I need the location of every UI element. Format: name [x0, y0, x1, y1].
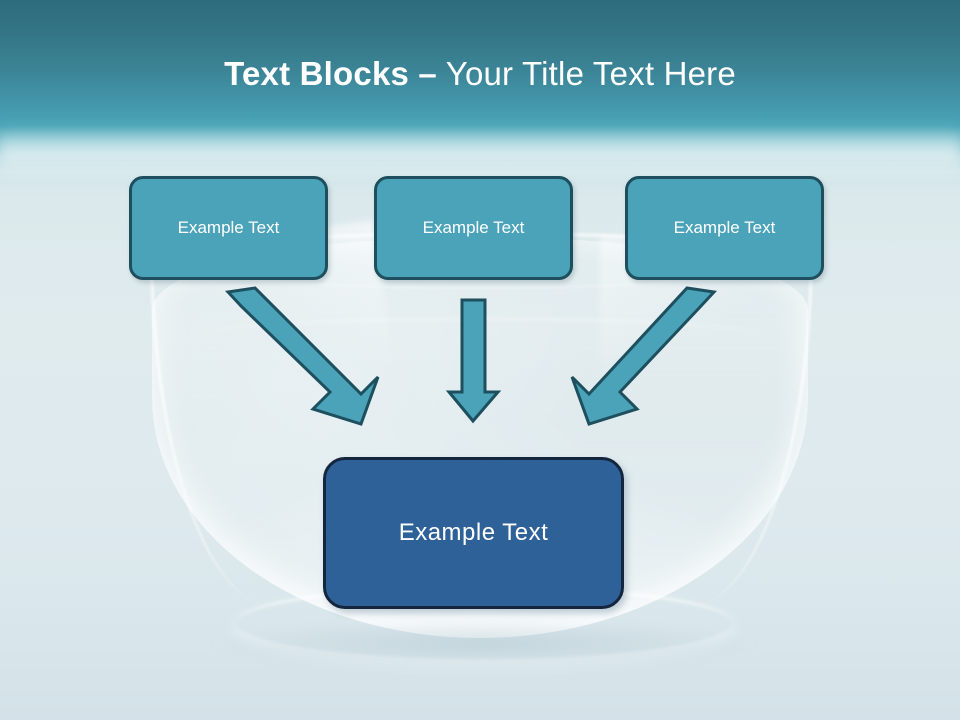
text-block-top-1-label: Example Text — [177, 218, 280, 237]
text-block-top-2-label: Example Text — [422, 218, 525, 237]
text-block-top-3-label: Example Text — [673, 218, 776, 237]
page-title-bold: Text Blocks – — [224, 55, 437, 92]
text-block-bottom[interactable]: Example Text — [323, 457, 624, 609]
glass-bowl-inner-rim — [196, 318, 762, 354]
page-title: Text Blocks – Your Title Text Here — [0, 52, 960, 96]
background-light-streak — [0, 126, 960, 180]
glass-bowl-shadow — [210, 626, 758, 668]
text-block-top-2[interactable]: Example Text — [374, 176, 573, 280]
text-block-top-1[interactable]: Example Text — [129, 176, 328, 280]
text-block-top-3[interactable]: Example Text — [625, 176, 824, 280]
page-title-light: Your Title Text Here — [436, 55, 736, 92]
text-block-bottom-label: Example Text — [398, 519, 549, 546]
